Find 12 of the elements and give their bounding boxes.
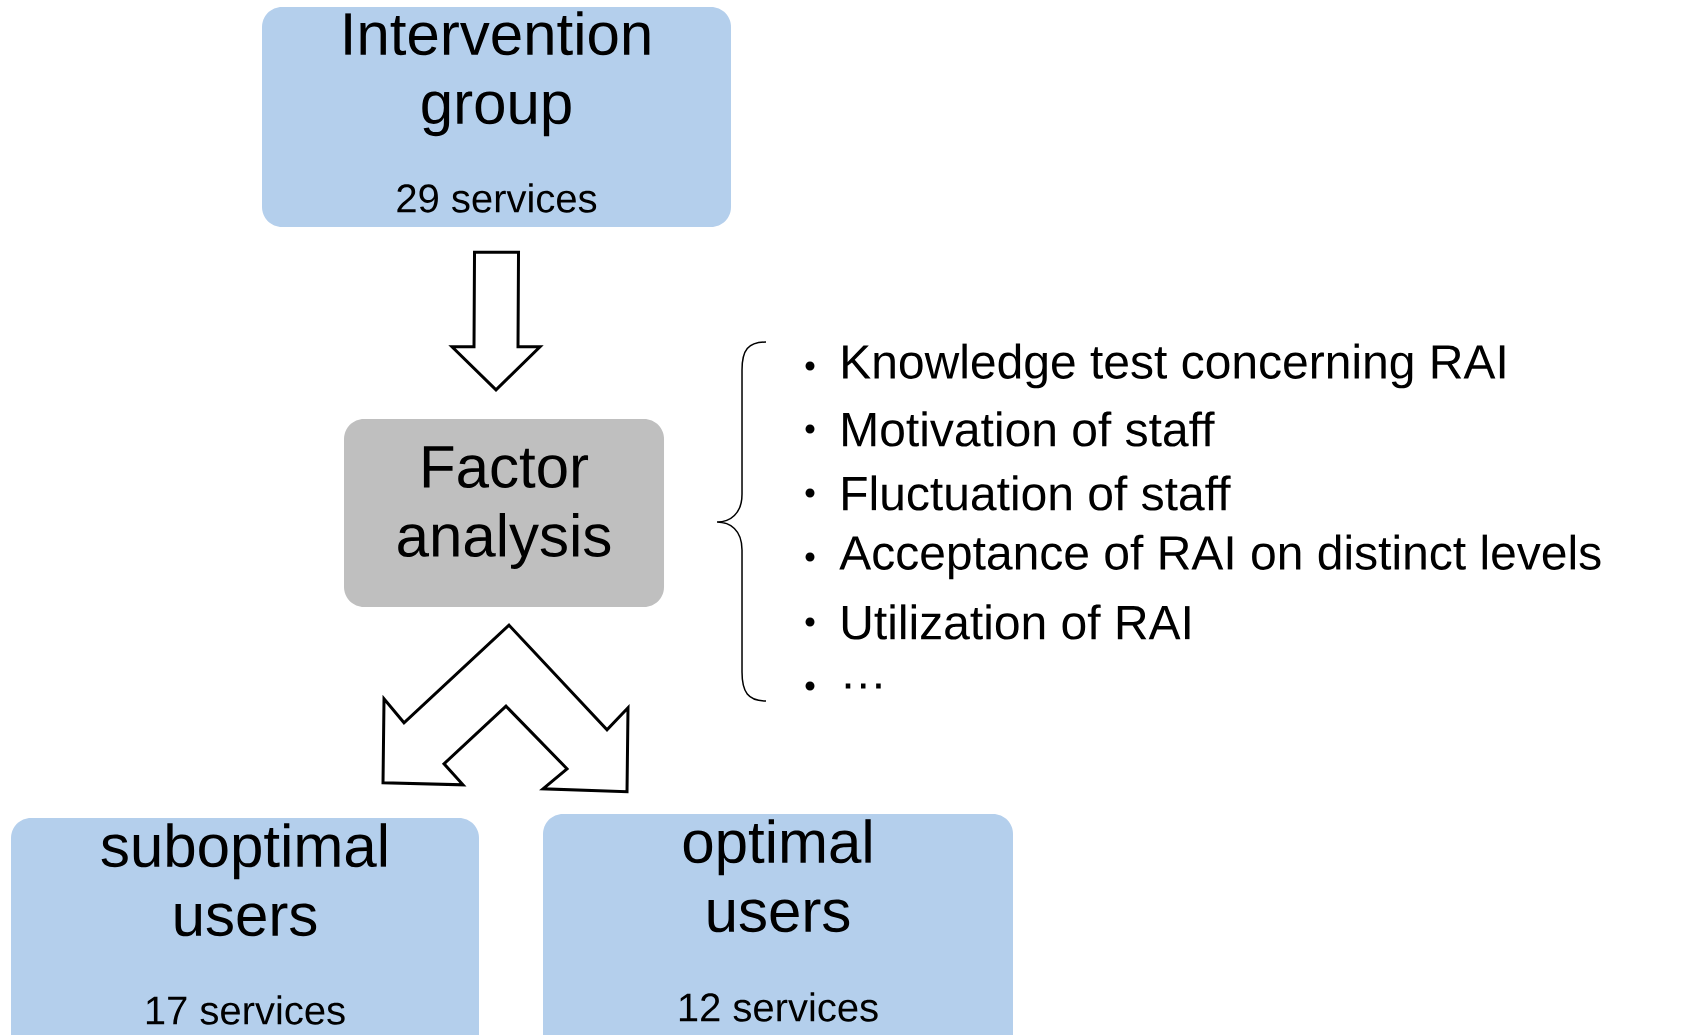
process-box: Factor analysis (344, 419, 664, 607)
process-box: Intervention group 29 services (262, 7, 731, 227)
list-item: … (845, 683, 881, 689)
list-item: Motivation of staff (843, 411, 1215, 447)
list-item: Fluctuation of staff (843, 475, 1231, 511)
process-box: optimal users 12 services (543, 814, 1013, 1035)
split-arrow (381, 623, 630, 794)
list-item: Knowledge test concerning RAI (843, 343, 1505, 389)
block-arrow (448, 250, 544, 392)
list-item: Utilization of RAI (842, 604, 1190, 640)
list-item: Acceptance of RAI on distinct levels (839, 534, 1601, 580)
process-box: suboptimal users 17 services (11, 818, 479, 1035)
